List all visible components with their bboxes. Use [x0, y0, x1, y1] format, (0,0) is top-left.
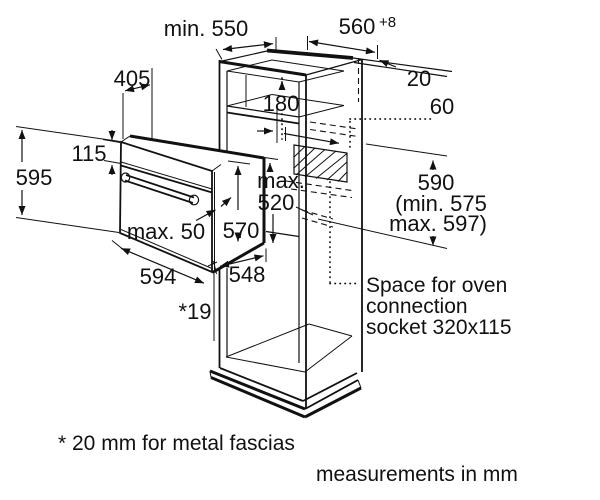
dim-niche-height-range2: max. 597)	[389, 211, 487, 236]
dim-upper-compartment: 180	[257, 81, 340, 146]
dim-fascia-overlap: *19	[178, 299, 211, 324]
socket-annotation-line3: socket 320x115	[366, 316, 512, 339]
socket-annotation-line1: Space for oven	[366, 274, 507, 297]
dim-niche-height-label: 590	[418, 170, 455, 195]
dim-recess-max-value: 520	[258, 190, 295, 215]
dim-handle-clearance-label: max. 50	[127, 219, 205, 244]
dim-top-depth: 405	[114, 66, 153, 140]
dim-wall-gap-label: 20	[407, 66, 431, 91]
dim-handle-clearance: max. 50	[127, 197, 232, 244]
dim-body-height-label: 570	[223, 218, 260, 243]
dim-niche-width-label: 560	[339, 14, 376, 39]
dim-niche-width: 560 +8	[307, 14, 396, 59]
dim-body-height: 570	[223, 160, 260, 243]
wall-lines	[352, 57, 453, 78]
dim-body-depth: 548	[213, 248, 267, 287]
socket-space-hatch	[285, 144, 353, 199]
dim-fascia-width: 594	[111, 240, 205, 289]
dim-socket-offset: 60	[430, 94, 454, 119]
dim-upper-compartment-label: 180	[263, 91, 300, 116]
dim-panel-height-label: 115	[71, 141, 106, 166]
footnote-metal-fascias: * 20 mm for metal fascias	[58, 432, 295, 455]
socket-annotation-line2: connection	[366, 295, 468, 318]
dim-fascia-height-label: 595	[16, 165, 53, 190]
dim-fascia-overlap-label: *19	[178, 299, 211, 324]
dotted-leaders	[281, 77, 432, 285]
dim-niche-height-range1: (min. 575	[395, 191, 487, 216]
dim-fascia-width-label: 594	[140, 264, 177, 289]
socket-annotation: Space for oven connection socket 320x115	[366, 274, 512, 339]
dim-socket-offset-label: 60	[430, 94, 454, 119]
dim-niche-height: 590 (min. 575 max. 597)	[317, 143, 487, 249]
dim-top-depth-label: 405	[114, 66, 151, 91]
dim-fascia-height: 595	[16, 126, 121, 233]
dim-recess-max-word: max.	[257, 168, 305, 193]
dim-niche-depth: min. 550	[164, 16, 277, 60]
cabinet-outline	[209, 48, 363, 419]
units-note: measurements in mm	[316, 463, 518, 486]
dim-niche-depth-label: min. 550	[164, 16, 248, 41]
oven-handle	[120, 172, 200, 206]
dim-niche-width-tolerance-label: +8	[379, 14, 396, 31]
dim-wall-gap: 20	[379, 59, 431, 91]
dim-panel-height: 115	[71, 130, 122, 175]
dim-body-depth-label: 548	[229, 262, 266, 287]
dim-recess-max: max. 520	[257, 156, 314, 243]
